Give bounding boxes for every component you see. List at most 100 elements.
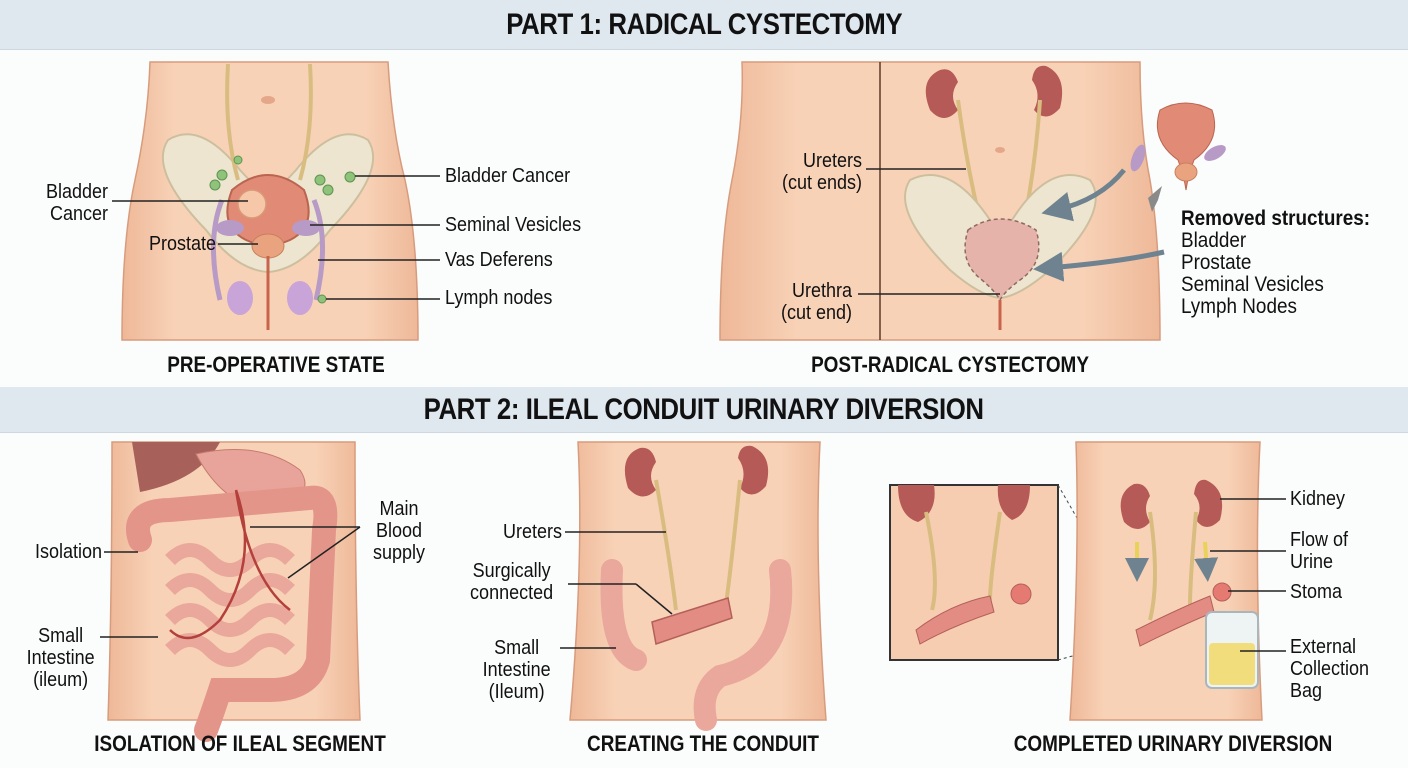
label-line: Bag: [1290, 680, 1323, 702]
ileal-conduit: [651, 597, 733, 645]
arrow-flow-right: [1194, 541, 1219, 582]
part2-title: PART 2: ILEAL CONDUIT URINARY DIVERSION: [424, 392, 984, 426]
label-line: Urine: [1290, 551, 1334, 573]
ureter-left: [225, 63, 240, 181]
removed-item: Bladder: [1181, 229, 1247, 252]
label-line: (ileum): [33, 669, 89, 691]
label-line: Collection: [1290, 658, 1370, 680]
leader-lines-post-op: [858, 168, 1000, 295]
post-radical-illustration: [719, 61, 1226, 341]
urine-fill: [1209, 643, 1255, 685]
ureter-right: [298, 63, 313, 181]
label-line: Ureters: [802, 150, 862, 172]
ascending-colon: [600, 559, 647, 671]
inset-conduit: [915, 595, 995, 645]
part1-header: PART 1: RADICAL CYSTECTOMY: [0, 0, 1408, 50]
label-line: connected: [470, 582, 554, 604]
navel: [995, 147, 1005, 153]
ureter-left: [1148, 511, 1157, 621]
label-line: Intestine: [26, 647, 95, 669]
stoma: [1212, 582, 1232, 602]
label-line: supply: [372, 542, 426, 564]
lymph-node-cluster: [209, 155, 356, 304]
label-line: (Ileum): [488, 681, 545, 703]
label-line: External: [1290, 636, 1357, 658]
caption-isolation: ISOLATION OF ILEAL SEGMENT: [94, 731, 386, 756]
arrow-removed-upper: [1041, 168, 1126, 222]
pre-operative-illustration: [112, 61, 440, 341]
arrow-removed-lower: [1033, 249, 1165, 282]
label-bladder-cancer-right: Bladder Cancer: [445, 165, 571, 187]
kidney-left: [624, 447, 656, 497]
label-external-collection-bag: External Collection Bag: [1290, 636, 1369, 702]
ureter-left: [654, 479, 678, 611]
removed-structures-heading: Removed structures:: [1181, 207, 1371, 230]
testis-left: [227, 281, 253, 315]
kidney-left: [1120, 483, 1150, 529]
label-vas-deferens: Vas Deferens: [445, 249, 553, 271]
removed-organs: [1130, 102, 1226, 212]
kidney-left: [925, 69, 958, 118]
label-bladder-cancer-left: Bladder Cancer: [38, 181, 108, 225]
descending-colon: [693, 559, 793, 731]
label-urethra-cut-end: Urethra (cut end): [760, 280, 852, 324]
tumor: [237, 189, 267, 219]
label-seminal-vesicles: Seminal Vesicles: [445, 214, 582, 236]
leader-lines-pre-op: [112, 175, 440, 300]
label-isolation: Isolation: [34, 541, 102, 563]
label-ureters: Ureters: [502, 521, 562, 543]
label-flow-of-urine: Flow of Urine: [1290, 529, 1348, 573]
label-small-intestine-ileum: Small Intestine (ileum): [19, 625, 102, 691]
small-intestine-loops: [165, 543, 295, 667]
label-lymph-nodes: Lymph nodes: [445, 287, 553, 309]
seminal-vesicle-right: [292, 220, 320, 236]
label-line: Cancer: [49, 203, 108, 225]
blood-vessels: [169, 489, 291, 640]
removed-structures-list: Removed structures: Bladder Prostate Sem…: [1181, 208, 1370, 318]
label-line: (cut end): [780, 302, 852, 324]
part1-title: PART 1: RADICAL CYSTECTOMY: [506, 7, 902, 41]
leader-lines-completed: [1210, 498, 1286, 652]
ureter-right: [724, 479, 742, 605]
removed-item: Prostate: [1181, 251, 1252, 274]
inset-stoma: [1010, 583, 1032, 605]
leader-lines-isolation: [100, 526, 361, 638]
seminal-vesicle-left: [216, 220, 244, 236]
label-small-intestine: Small Intestine (Ileum): [475, 637, 558, 703]
label-main-blood-supply: Main Blood supply: [372, 498, 426, 564]
label-line: Small: [494, 637, 540, 659]
label-stoma: Stoma: [1290, 581, 1343, 603]
label-surgically-connected: Surgically connected: [461, 560, 562, 604]
label-line: Flow of: [1290, 529, 1349, 551]
isolation-illustration: [100, 441, 361, 742]
removed-item: Seminal Vesicles: [1181, 273, 1324, 296]
testis-right: [287, 281, 313, 315]
ureter-right: [1188, 511, 1198, 607]
caption-completed-diversion: COMPLETED URINARY DIVERSION: [1013, 731, 1333, 756]
label-line: Main: [379, 498, 419, 520]
label-line: Bladder: [45, 181, 108, 203]
caption-pre-operative: PRE-OPERATIVE STATE: [167, 352, 385, 377]
label-line: Surgically: [472, 560, 551, 582]
label-line: Intestine: [482, 659, 551, 681]
vas-deferens-right: [311, 199, 326, 301]
large-intestine-frame: [126, 485, 338, 742]
label-line: Small: [38, 625, 84, 647]
completed-diversion-illustration: [889, 441, 1286, 721]
kidney-right: [738, 445, 769, 495]
caption-creating-conduit: CREATING THE CONDUIT: [587, 731, 819, 756]
label-prostate: Prostate: [148, 233, 216, 255]
label-line: Urethra: [791, 280, 852, 302]
navel: [261, 96, 275, 104]
label-line: Blood: [375, 520, 423, 542]
inset-ureter-left: [924, 511, 937, 611]
leader-lines-conduit: [560, 531, 673, 649]
caption-post-radical: POST-RADICAL CYSTECTOMY: [811, 352, 1089, 377]
inset-kidney-right: [997, 485, 1030, 520]
conduit-illustration: [560, 441, 827, 731]
kidney-right: [1194, 479, 1223, 527]
removed-bladder-outline: [964, 218, 1040, 302]
label-line: (cut ends): [781, 172, 862, 194]
removed-item: Lymph Nodes: [1181, 295, 1297, 318]
